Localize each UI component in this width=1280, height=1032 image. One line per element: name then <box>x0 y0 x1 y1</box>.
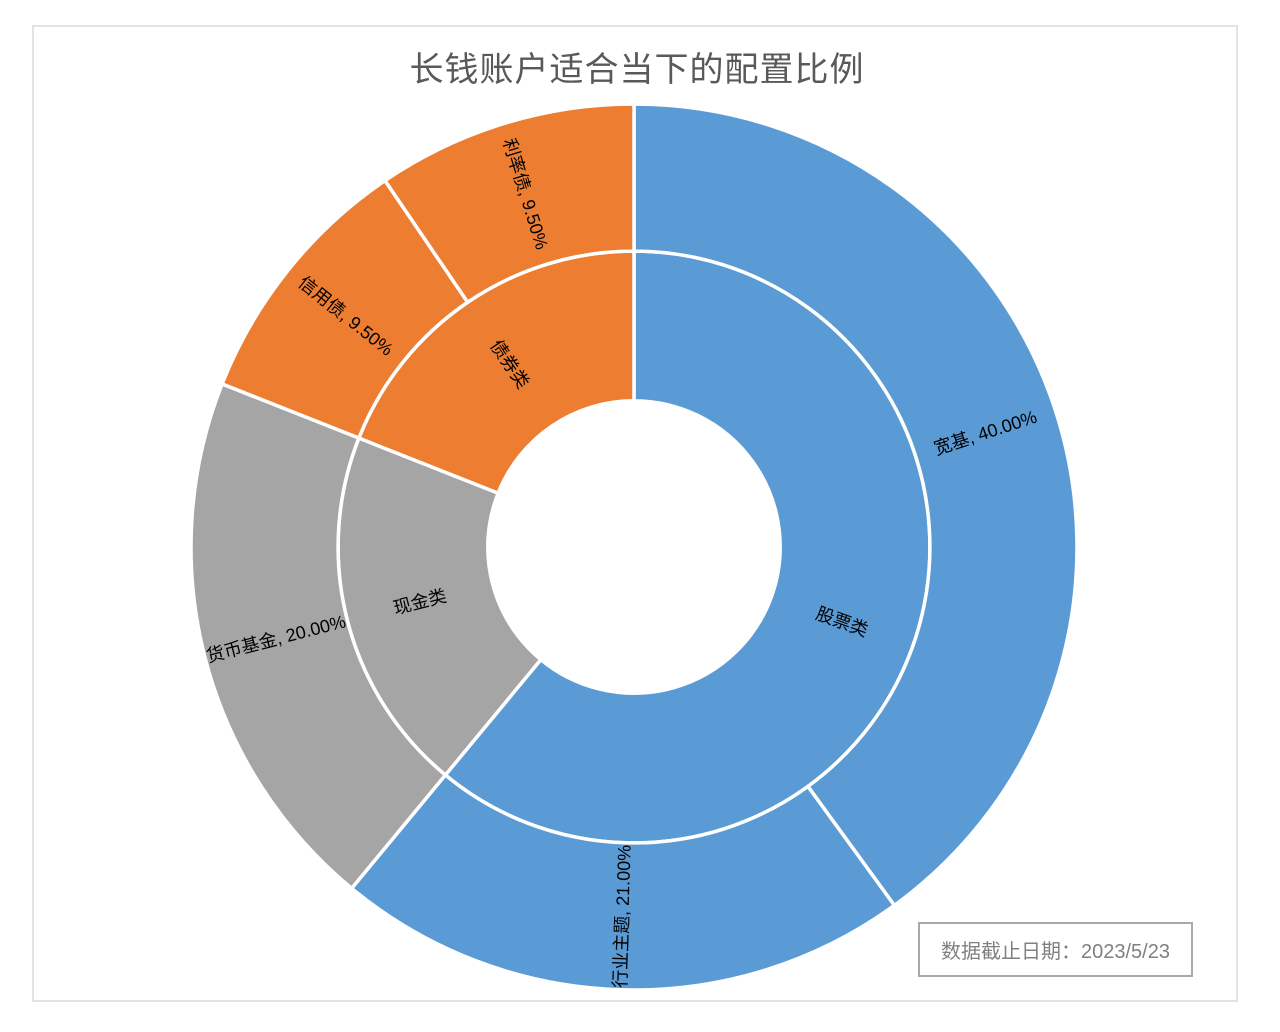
segment-label-sector-theme: 行业主题, 21.00% <box>610 844 634 988</box>
data-cutoff-note: 数据截止日期：2023/5/23 <box>918 922 1193 977</box>
chart-title: 长钱账户适合当下的配置比例 <box>409 51 865 89</box>
segment-broad-based <box>632 102 1079 908</box>
segment-rate-bond <box>383 102 636 304</box>
segment-sector-theme <box>349 773 897 992</box>
data-cutoff-text: 数据截止日期：2023/5/23 <box>941 941 1170 963</box>
segment-money-fund <box>189 382 448 891</box>
